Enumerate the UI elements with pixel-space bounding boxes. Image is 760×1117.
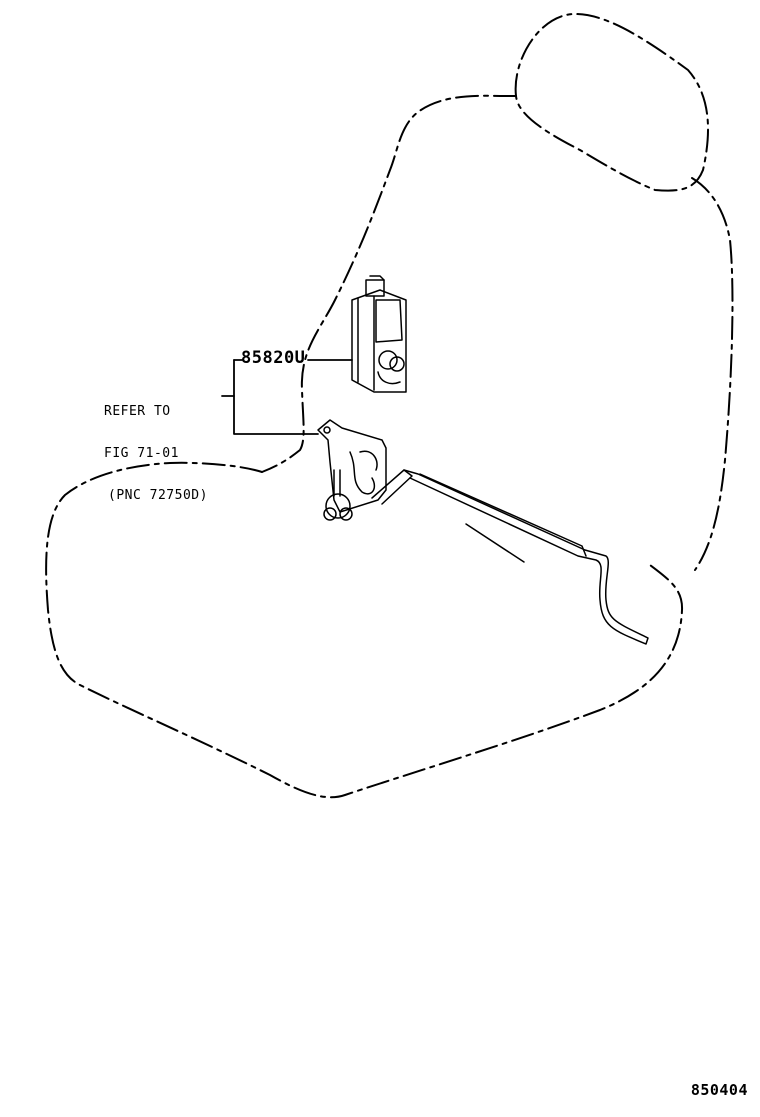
reference-note-line1: REFER TO — [104, 404, 171, 419]
seatback-outline — [261, 94, 734, 571]
leader-lines — [221, 359, 353, 435]
part-number-label: 85820U — [241, 348, 306, 368]
cable-rod — [371, 469, 649, 645]
reference-note-line3: (PNC 72750D) — [108, 488, 208, 503]
illustration-code: 850404 — [690, 1081, 748, 1099]
headrest-outline — [514, 13, 710, 192]
recliner-mechanism-part — [317, 419, 387, 521]
reference-note: REFER TO FIG 71-01 (PNC 72750D) — [104, 377, 208, 531]
reference-note-line2: FIG 71-01 — [104, 446, 179, 461]
seat-switch-part — [351, 275, 407, 393]
seat-cushion-outline — [45, 461, 684, 799]
